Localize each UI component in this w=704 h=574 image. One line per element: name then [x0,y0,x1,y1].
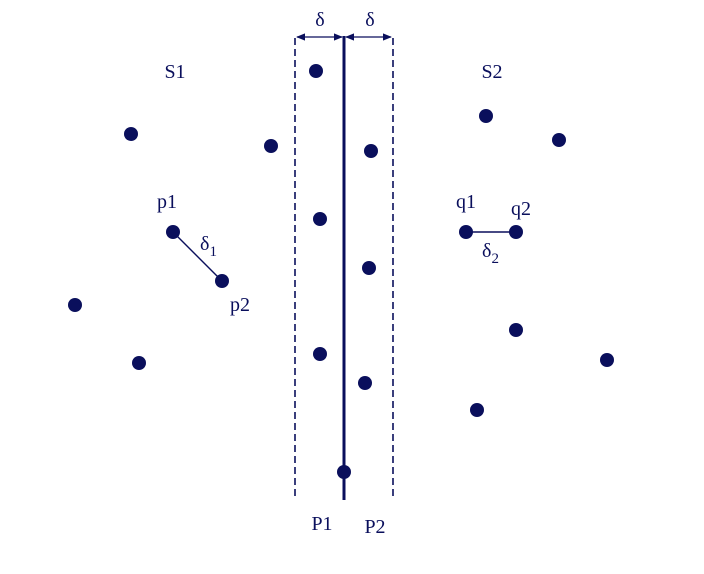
pair-p1-p2-segment [172,231,223,282]
delta2-symbol: δ [482,240,491,262]
point-strip-g [337,465,351,479]
point-s2-b [552,133,566,147]
delta2-label: δ2 [482,240,499,267]
half-p2-label: P2 [364,516,385,538]
point-s1-c [68,298,82,312]
delta-right-label: δ [365,9,374,31]
delta2-subscript: 2 [491,251,499,267]
point-s2-a [479,109,493,123]
delta-left-label: δ [315,9,324,31]
point-s2-d [600,353,614,367]
delta1-subscript: 1 [209,244,217,260]
point-q1 [459,225,473,239]
point-q1-label: q1 [456,191,476,213]
point-p1 [166,225,180,239]
point-p2 [215,274,229,288]
point-s1-d [132,356,146,370]
point-q2 [509,225,523,239]
point-strip-a [309,64,323,78]
point-s2-c [509,323,523,337]
point-strip-b [364,144,378,158]
point-q2-label: q2 [511,198,531,220]
point-p2-label: p2 [230,294,250,316]
point-s2-e [470,403,484,417]
set-s1-label: S1 [164,61,185,83]
points-group [68,64,614,479]
point-strip-d [362,261,376,275]
point-s1-a [124,127,138,141]
point-strip-f [358,376,372,390]
point-s1-b [264,139,278,153]
point-strip-c [313,212,327,226]
point-p1-label: p1 [157,191,177,213]
delta1-symbol: δ [200,233,209,255]
half-p1-label: P1 [311,513,332,535]
set-s2-label: S2 [481,61,502,83]
delta1-label: δ1 [200,233,217,260]
point-strip-e [313,347,327,361]
